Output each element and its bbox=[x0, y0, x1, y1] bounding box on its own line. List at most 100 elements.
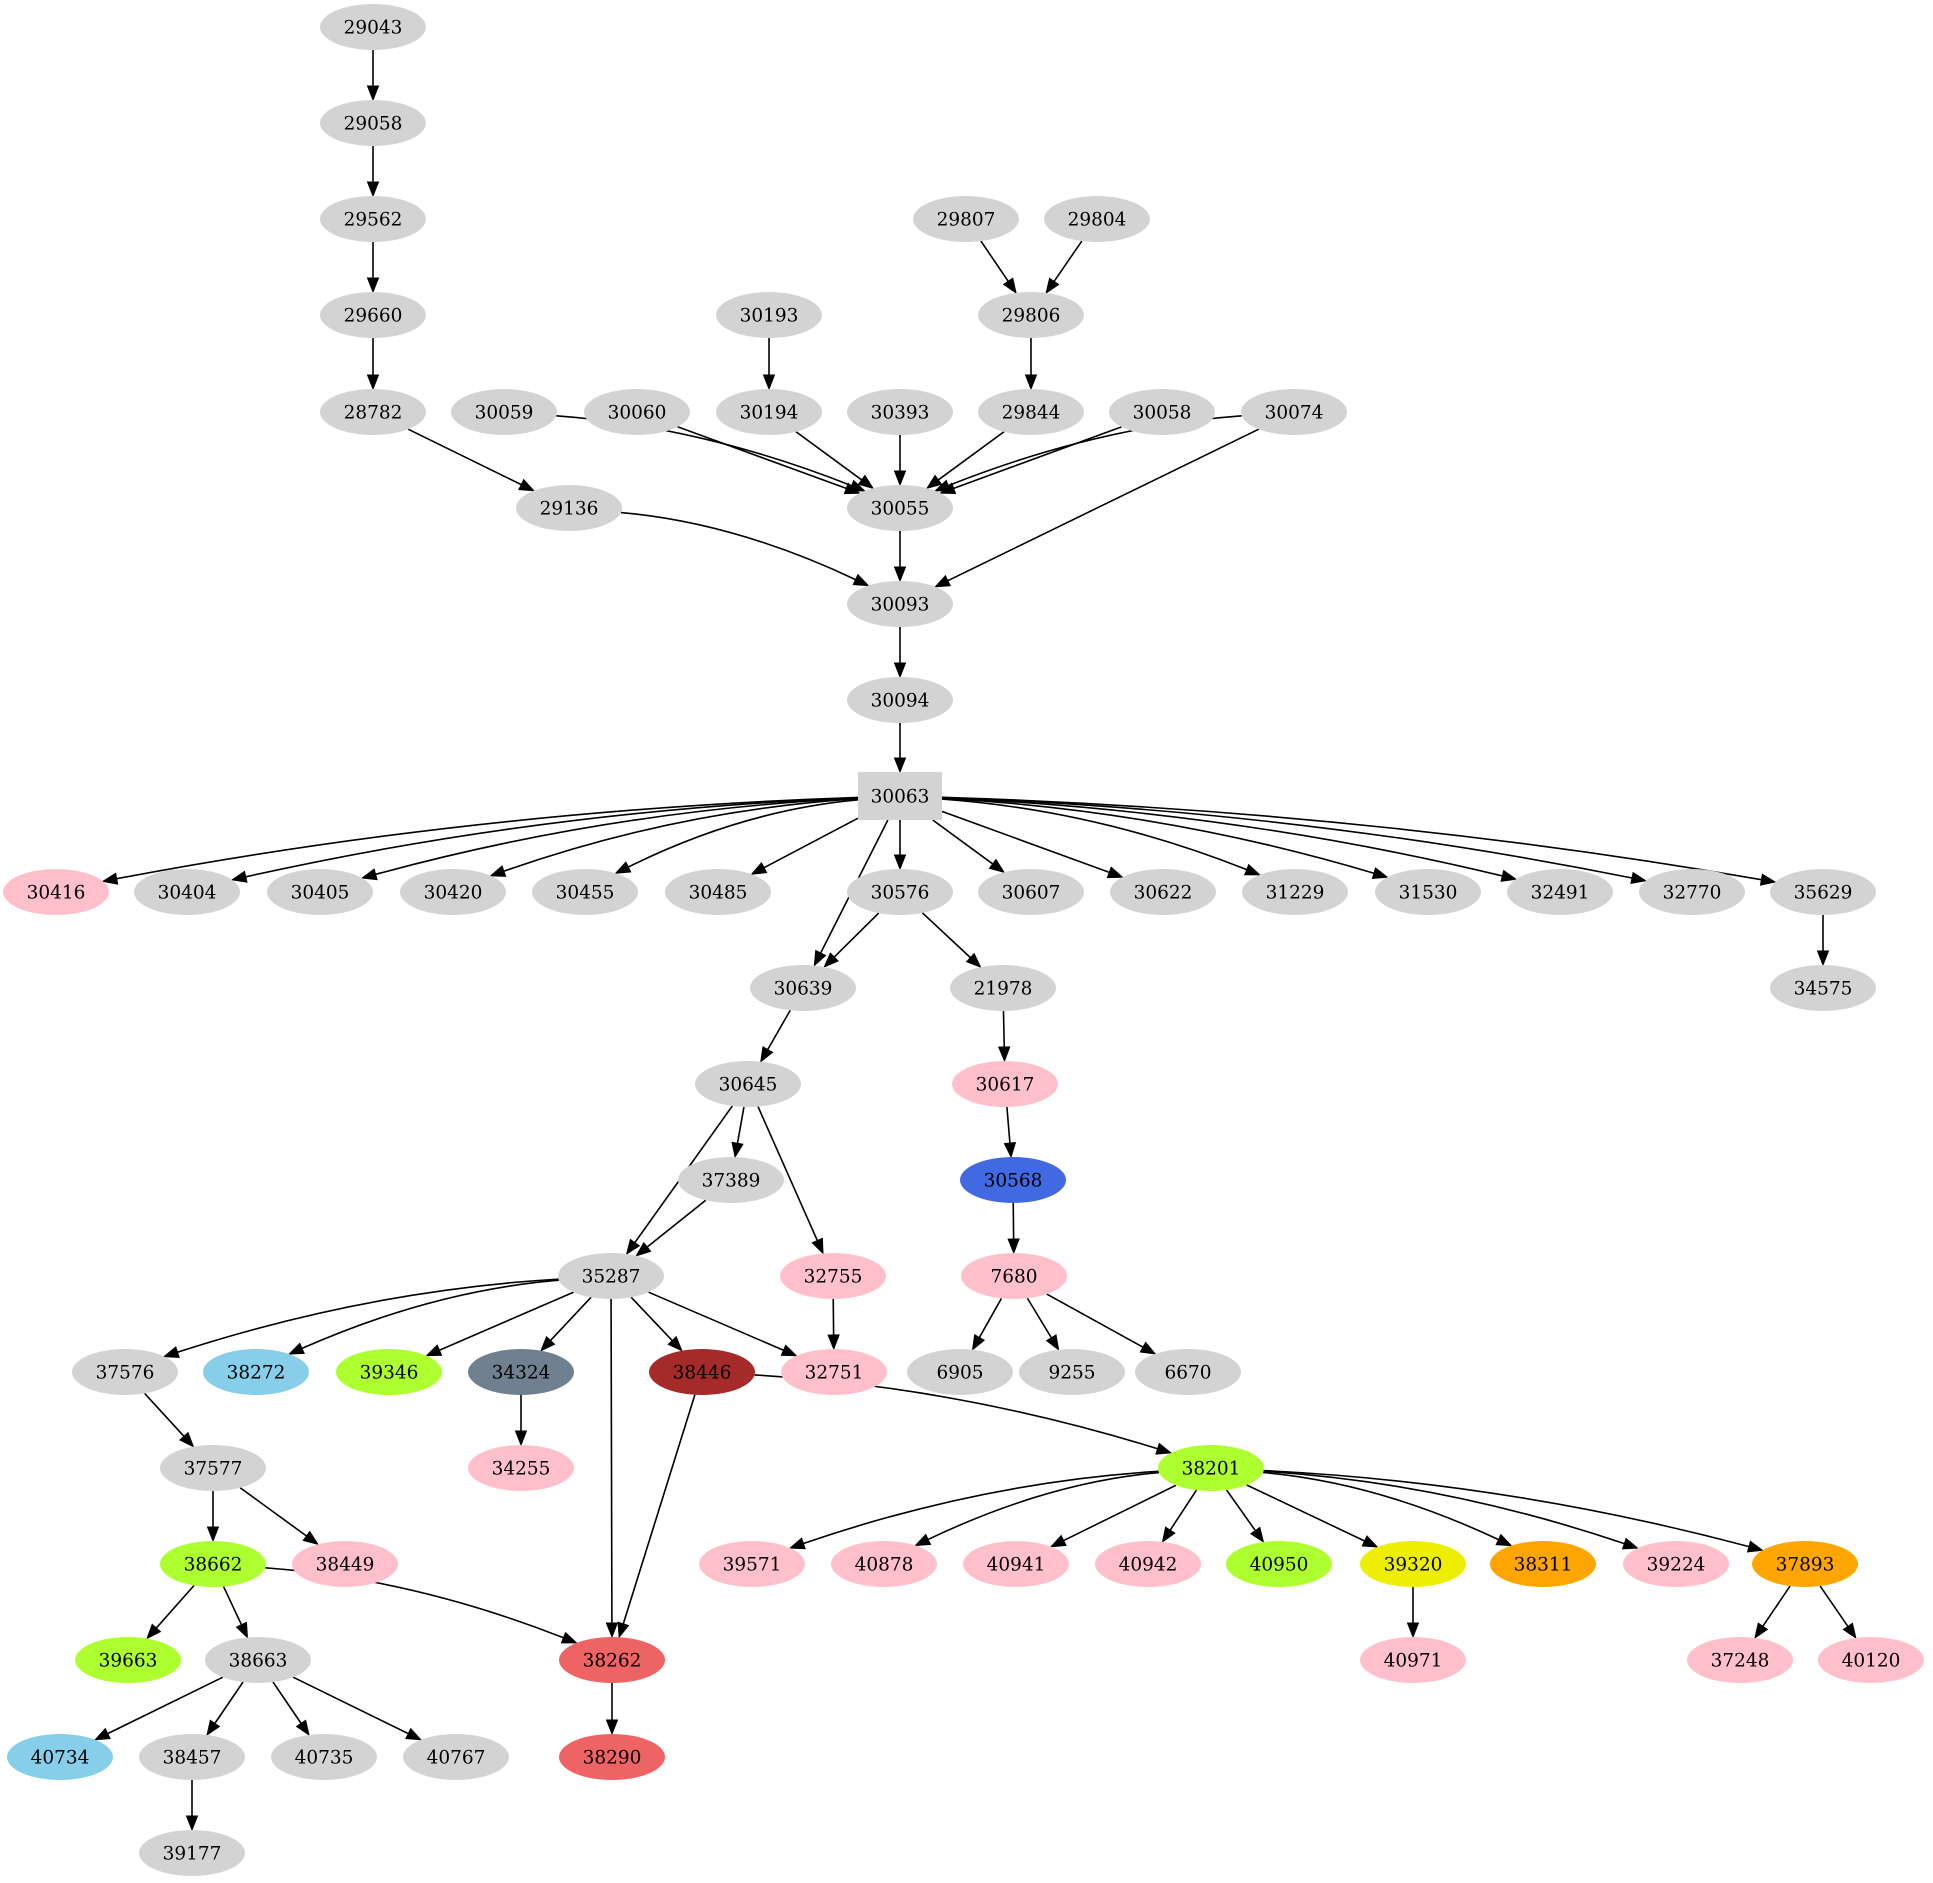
node-40734[interactable]: 40734 bbox=[7, 1734, 113, 1780]
node-29058[interactable]: 29058 bbox=[320, 100, 426, 146]
node-shape bbox=[320, 100, 426, 146]
node-30405[interactable]: 30405 bbox=[267, 869, 373, 915]
node-29562[interactable]: 29562 bbox=[320, 196, 426, 242]
node-39663[interactable]: 39663 bbox=[75, 1637, 181, 1683]
node-35629[interactable]: 35629 bbox=[1770, 869, 1876, 915]
node-30074[interactable]: 30074 bbox=[1241, 389, 1347, 435]
node-label: 28782 bbox=[344, 403, 403, 424]
node-32755[interactable]: 32755 bbox=[780, 1253, 886, 1299]
node-29844[interactable]: 29844 bbox=[978, 389, 1084, 435]
node-38311[interactable]: 38311 bbox=[1490, 1541, 1596, 1587]
node-30194[interactable]: 30194 bbox=[716, 389, 822, 435]
arrowhead bbox=[287, 1342, 305, 1355]
node-shape bbox=[678, 1157, 784, 1203]
node-30404[interactable]: 30404 bbox=[134, 869, 240, 915]
node-6905[interactable]: 6905 bbox=[907, 1349, 1013, 1395]
node-35287[interactable]: 35287 bbox=[558, 1253, 664, 1299]
node-30055[interactable]: 30055 bbox=[847, 485, 953, 531]
node-30193[interactable]: 30193 bbox=[716, 292, 822, 338]
node-37389[interactable]: 37389 bbox=[678, 1157, 784, 1203]
node-30063[interactable]: 30063 bbox=[858, 772, 942, 820]
node-shape bbox=[292, 1541, 398, 1587]
node-38457[interactable]: 38457 bbox=[139, 1734, 245, 1780]
arrowhead bbox=[811, 1237, 824, 1255]
node-30059[interactable]: 30059 bbox=[451, 389, 557, 435]
node-40942[interactable]: 40942 bbox=[1095, 1541, 1201, 1587]
node-40767[interactable]: 40767 bbox=[403, 1734, 509, 1780]
node-38201[interactable]: 38201 bbox=[1158, 1445, 1264, 1491]
node-40941[interactable]: 40941 bbox=[963, 1541, 1069, 1587]
node-31530[interactable]: 31530 bbox=[1375, 869, 1481, 915]
arrowhead bbox=[1155, 1442, 1173, 1455]
node-30622[interactable]: 30622 bbox=[1110, 869, 1216, 915]
node-9255[interactable]: 9255 bbox=[1019, 1349, 1125, 1395]
node-30576[interactable]: 30576 bbox=[847, 869, 953, 915]
node-shape bbox=[1019, 1349, 1125, 1395]
node-29807[interactable]: 29807 bbox=[913, 196, 1019, 242]
node-21978[interactable]: 21978 bbox=[950, 965, 1056, 1011]
node-40950[interactable]: 40950 bbox=[1226, 1541, 1332, 1587]
node-7680[interactable]: 7680 bbox=[961, 1253, 1067, 1299]
arrowhead bbox=[1139, 1341, 1157, 1355]
node-30393[interactable]: 30393 bbox=[847, 389, 953, 435]
node-30568[interactable]: 30568 bbox=[960, 1157, 1066, 1203]
node-39177[interactable]: 39177 bbox=[139, 1830, 245, 1876]
node-38262[interactable]: 38262 bbox=[559, 1637, 665, 1683]
node-30455[interactable]: 30455 bbox=[532, 869, 638, 915]
node-30607[interactable]: 30607 bbox=[978, 869, 1084, 915]
node-38290[interactable]: 38290 bbox=[559, 1734, 665, 1780]
node-39346[interactable]: 39346 bbox=[336, 1349, 442, 1395]
node-shape bbox=[336, 1349, 442, 1395]
node-30645[interactable]: 30645 bbox=[695, 1061, 801, 1107]
node-34255[interactable]: 34255 bbox=[468, 1445, 574, 1491]
node-38662[interactable]: 38662 bbox=[160, 1541, 266, 1587]
node-38449[interactable]: 38449 bbox=[292, 1541, 398, 1587]
edge-38662-39663 bbox=[155, 1584, 195, 1629]
node-30093[interactable]: 30093 bbox=[847, 581, 953, 627]
node-30060[interactable]: 30060 bbox=[584, 389, 690, 435]
node-label: 39346 bbox=[360, 1363, 419, 1384]
node-label: 35287 bbox=[582, 1267, 641, 1288]
node-29804[interactable]: 29804 bbox=[1044, 196, 1150, 242]
node-38272[interactable]: 38272 bbox=[203, 1349, 309, 1395]
node-shape bbox=[468, 1445, 574, 1491]
node-6670[interactable]: 6670 bbox=[1135, 1349, 1241, 1395]
node-31229[interactable]: 31229 bbox=[1242, 869, 1348, 915]
node-40120[interactable]: 40120 bbox=[1818, 1637, 1924, 1683]
node-34575[interactable]: 34575 bbox=[1770, 965, 1876, 1011]
edge-30639-30645 bbox=[767, 1009, 791, 1050]
node-30617[interactable]: 30617 bbox=[952, 1061, 1058, 1107]
node-label: 40941 bbox=[987, 1555, 1046, 1576]
node-39320[interactable]: 39320 bbox=[1360, 1541, 1466, 1587]
node-32770[interactable]: 32770 bbox=[1639, 869, 1745, 915]
node-37893[interactable]: 37893 bbox=[1752, 1541, 1858, 1587]
node-39224[interactable]: 39224 bbox=[1623, 1541, 1729, 1587]
node-38446[interactable]: 38446 bbox=[649, 1349, 755, 1395]
node-30094[interactable]: 30094 bbox=[847, 677, 953, 723]
arrowhead bbox=[893, 566, 907, 583]
node-30485[interactable]: 30485 bbox=[665, 869, 771, 915]
node-34324[interactable]: 34324 bbox=[468, 1349, 574, 1395]
node-38663[interactable]: 38663 bbox=[205, 1637, 311, 1683]
node-29136[interactable]: 29136 bbox=[516, 485, 622, 531]
node-40878[interactable]: 40878 bbox=[831, 1541, 937, 1587]
node-37577[interactable]: 37577 bbox=[160, 1445, 266, 1491]
node-29806[interactable]: 29806 bbox=[978, 292, 1084, 338]
node-40971[interactable]: 40971 bbox=[1360, 1637, 1466, 1683]
node-30639[interactable]: 30639 bbox=[750, 965, 856, 1011]
node-39571[interactable]: 39571 bbox=[699, 1541, 805, 1587]
node-29660[interactable]: 29660 bbox=[320, 292, 426, 338]
node-37576[interactable]: 37576 bbox=[72, 1349, 178, 1395]
node-32751[interactable]: 32751 bbox=[781, 1349, 887, 1395]
node-32491[interactable]: 32491 bbox=[1507, 869, 1613, 915]
node-30058[interactable]: 30058 bbox=[1109, 389, 1215, 435]
node-30420[interactable]: 30420 bbox=[400, 869, 506, 915]
node-30416[interactable]: 30416 bbox=[3, 869, 109, 915]
node-28782[interactable]: 28782 bbox=[320, 389, 426, 435]
edge-37893-37248 bbox=[1762, 1585, 1791, 1627]
node-40735[interactable]: 40735 bbox=[271, 1734, 377, 1780]
node-29043[interactable]: 29043 bbox=[320, 4, 426, 50]
node-37248[interactable]: 37248 bbox=[1687, 1637, 1793, 1683]
edge-30063-30607 bbox=[932, 819, 994, 865]
node-label: 32751 bbox=[805, 1363, 864, 1384]
